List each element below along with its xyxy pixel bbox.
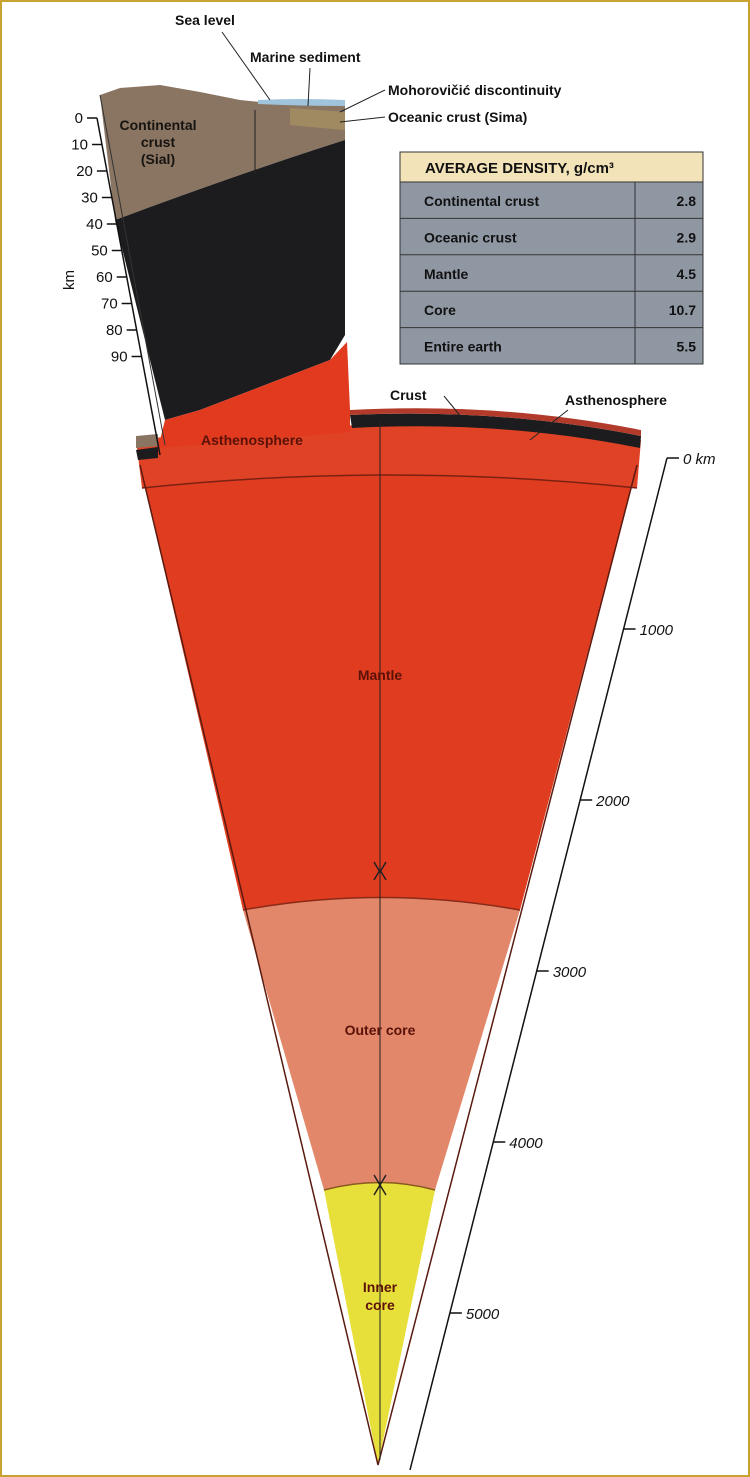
left-top-sliver [136,434,158,448]
deep-tick-label: 3000 [553,964,587,981]
table-row-value: 10.7 [669,302,696,318]
continental-crust-label-1: Continental [120,117,197,133]
table-row-layer: Continental crust [424,193,539,209]
continental-crust-label-2: crust [141,134,176,150]
deep-tick-label: 2000 [595,793,630,810]
deep-tick-label: 1000 [640,622,674,639]
deep-tick-label: 4000 [509,1135,543,1152]
asthenosphere-label: Asthenosphere [565,392,667,408]
moho-label: Mohorovičić discontinuity [388,82,562,98]
crust-label: Crust [390,387,427,403]
moho-leader [340,90,385,112]
marine-sediment-label: Marine sediment [250,49,361,65]
shallow-tick-label: 90 [111,349,128,366]
deep-tick-label: 0 km [683,451,716,468]
sea-level-leader [222,32,270,100]
shallow-tick-label: 40 [86,216,103,233]
deep-tick-label: 5000 [466,1306,500,1323]
shallow-tick-label: 0 [75,110,83,127]
sea-level-label: Sea level [175,12,235,28]
oceanic-crust-label: Oceanic crust (Sima) [388,109,527,125]
table-row-value: 2.8 [677,193,697,209]
table-row-layer: Entire earth [424,339,502,355]
inner-core-label-2: core [365,1297,395,1313]
density-table: AVERAGE DENSITY, g/cm³ Continental crust… [400,152,703,364]
continental-crust-label-3: (Sial) [141,151,175,167]
table-row-layer: Mantle [424,266,469,282]
shallow-tick-label: 60 [96,269,113,286]
inner-core-label-1: Inner [363,1279,398,1295]
shallow-tick-label: 30 [81,190,98,207]
table-row-value: 5.5 [677,339,697,355]
shallow-tick-label: 20 [76,163,93,180]
shallow-tick-label: 10 [71,137,88,154]
table-row-value: 4.5 [677,266,697,282]
outer-core-region [243,898,520,1191]
density-table-title: AVERAGE DENSITY, g/cm³ [425,160,614,177]
table-row-value: 2.9 [677,229,697,245]
shallow-tick-label: 50 [91,243,108,260]
shallow-tick-label: 70 [101,296,118,313]
table-row-layer: Oceanic crust [424,229,517,245]
asthenosphere-inset-label: Asthenosphere [201,432,303,448]
mantle-label: Mantle [358,667,403,683]
shallow-tick-label: 80 [106,322,123,339]
outer-core-label: Outer core [345,1022,416,1038]
km-unit-label: km [61,270,78,290]
table-row-layer: Core [424,302,456,318]
oceanic-crust-leader [340,117,385,122]
